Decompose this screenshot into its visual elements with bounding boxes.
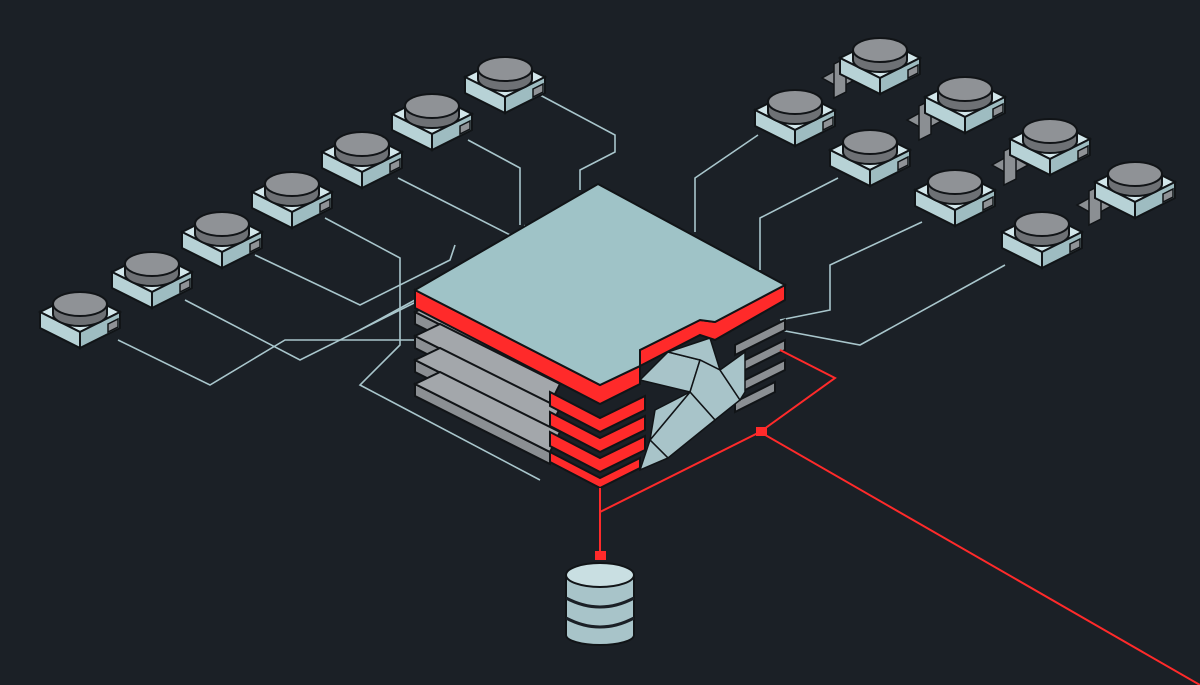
left-node: [251, 171, 333, 229]
connection-line: [324, 217, 541, 481]
database-cylinder: [565, 562, 635, 646]
connection-line: [397, 177, 526, 242]
right-node: [754, 89, 836, 147]
connection-line: [779, 264, 1006, 346]
top-slab: [412, 182, 788, 406]
left-node: [39, 291, 121, 349]
connection-line: [117, 339, 420, 386]
right-node: [924, 76, 1006, 134]
breach-line: [595, 349, 1200, 685]
right-node: [914, 169, 996, 227]
left-node: [181, 211, 263, 269]
right-node-group: [754, 37, 1176, 269]
connection-line: [467, 139, 521, 225]
left-node: [391, 93, 473, 151]
broken-stack-section: [638, 337, 746, 472]
connection-line: [759, 177, 839, 270]
left-node: [111, 251, 193, 309]
left-node: [464, 56, 546, 114]
connection-line: [254, 244, 456, 306]
right-node: [829, 129, 911, 187]
right-node: [1094, 161, 1176, 219]
connection-line: [779, 221, 923, 321]
connection-line: [184, 299, 421, 361]
right-node: [839, 37, 921, 95]
connection-line: [694, 134, 759, 232]
connection-line: [539, 94, 616, 190]
right-node: [1001, 211, 1083, 269]
red-plates: [549, 390, 646, 490]
left-node: [321, 131, 403, 189]
grey-plates-right: [734, 318, 786, 414]
connection-line: [359, 299, 416, 331]
central-server-stack: [412, 182, 788, 490]
